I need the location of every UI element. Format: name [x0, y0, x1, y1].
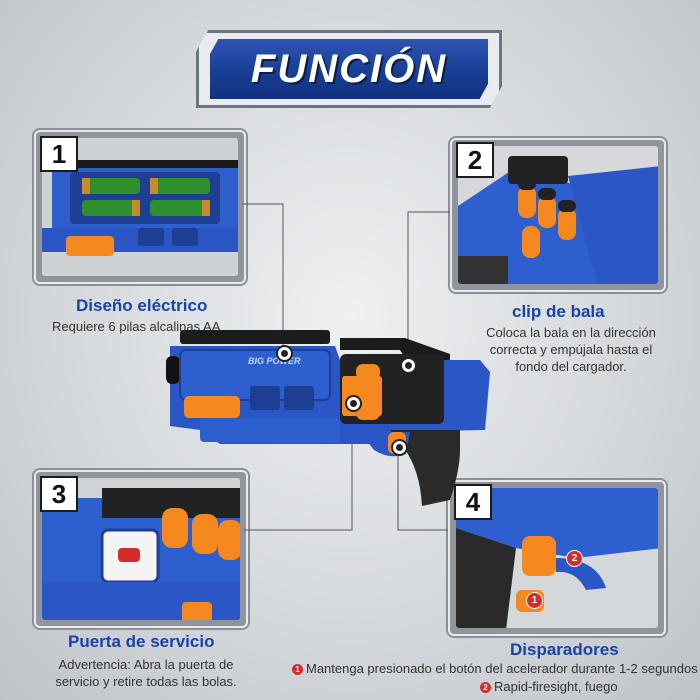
callout-dot-2 [400, 357, 417, 374]
callout-dot-3 [345, 395, 362, 412]
trigger-instruction-2-text: Rapid-firesight, fuego [494, 679, 618, 694]
panel-2-desc: Coloca la bala en la dirección correcta … [486, 325, 656, 374]
trigger-instruction-2-badge: 2 [480, 682, 491, 693]
trigger-instruction-1-text: Mantenga presionado el botón del acelera… [306, 661, 698, 676]
panel-1-desc: Requiere 6 pilas alcalinas AA [52, 319, 221, 334]
blaster-illustration: BIG POWER [160, 320, 490, 510]
panel-number-4: 4 [454, 484, 492, 520]
panel-electric-design [34, 130, 246, 284]
trigger-badge-1: 1 [526, 592, 543, 609]
callout-dot-4 [391, 439, 408, 456]
callout-dot-1 [276, 345, 293, 362]
panel-bullet-clip [450, 138, 666, 292]
title-banner: FUNCIÓN [196, 30, 502, 108]
panel-4-title: Disparadores [510, 640, 619, 659]
blaster-brand-label: BIG POWER [248, 356, 301, 366]
panel-number-1: 1 [40, 136, 78, 172]
page-title: FUNCIÓN [250, 46, 448, 91]
service-door-image [42, 478, 240, 620]
banner-plate: FUNCIÓN [210, 39, 488, 99]
trigger-badge-2: 2 [566, 550, 583, 567]
panel-2-title: clip de bala [512, 302, 605, 321]
panel-3-title: Puerta de servicio [68, 632, 215, 651]
panel-1-title: Diseño eléctrico [76, 296, 208, 315]
trigger-instruction-1-badge: 1 [292, 664, 303, 675]
panel-service-door [34, 470, 248, 628]
panel-number-3: 3 [40, 476, 78, 512]
panel-3-desc: Advertencia: Abra la puerta de servicio … [55, 657, 237, 689]
panel-number-2: 2 [456, 142, 494, 178]
